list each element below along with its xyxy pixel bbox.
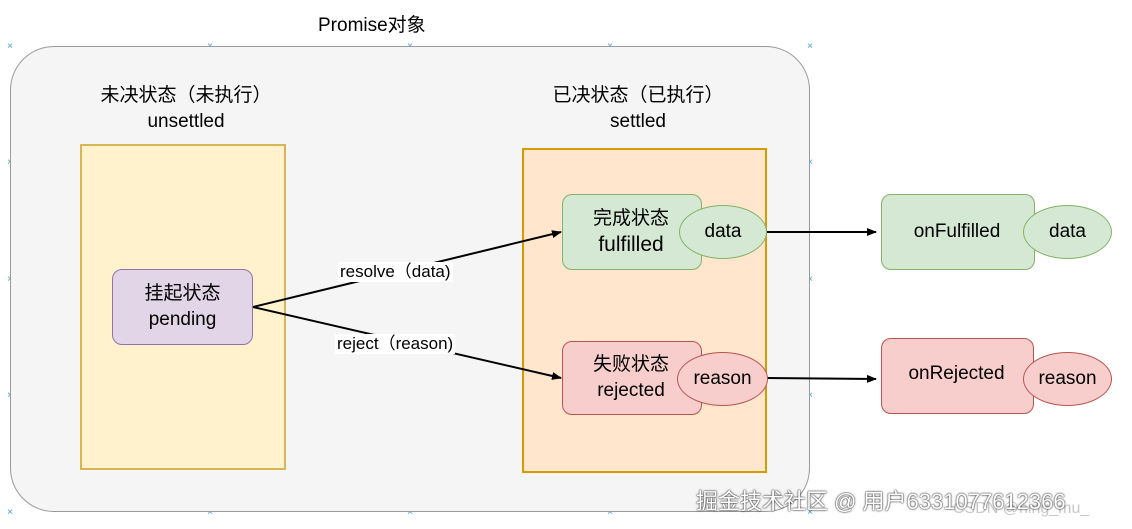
resolve-label: resolve（data) (338, 262, 453, 282)
fulfilled-data-label: data (704, 221, 742, 242)
onfulfilled-data-bubble[interactable]: data (1023, 205, 1112, 259)
onrejected-reason-bubble[interactable]: reason (1023, 352, 1112, 406)
pending-label-cn: 挂起状态 (144, 283, 221, 304)
onrejected-reason-label: reason (1038, 368, 1097, 389)
unsettled-caption: 未决状态（未执行） unsettled (66, 83, 306, 135)
onrejected-handler-box[interactable]: onRejected (881, 338, 1034, 414)
csdn-watermark: CSDN @ning_mu_ (953, 500, 1090, 517)
handle-marker: × (7, 507, 13, 518)
pending-label-en: pending (148, 309, 217, 330)
settled-label-cn: 已决状态（已执行） (552, 85, 724, 106)
onfulfilled-handler-box[interactable]: onFulfilled (881, 194, 1035, 270)
handle-marker: × (607, 507, 613, 518)
handle-marker: × (407, 507, 413, 518)
settled-label-en: settled (610, 111, 666, 132)
fulfilled-label-en: fulfilled (598, 233, 664, 256)
handle-marker: × (807, 390, 813, 401)
rejected-label-en: rejected (597, 380, 665, 401)
onrejected-label: onRejected (908, 363, 1005, 384)
handle-marker: × (807, 274, 813, 285)
unsettled-label-en: unsettled (147, 111, 225, 132)
fulfilled-state-box[interactable]: 完成状态 fulfilled (562, 194, 702, 270)
pending-state-box[interactable]: 挂起状态 pending (112, 269, 253, 345)
handle-marker: × (807, 157, 813, 168)
handle-marker: × (207, 507, 213, 518)
handle-marker: × (807, 41, 813, 52)
onfulfilled-label: onFulfilled (913, 221, 1001, 242)
rejected-to-onrejected-arrow (765, 374, 877, 383)
juejin-watermark: 掘金技术社区 @ 用户6331077612366 (696, 489, 1066, 514)
settled-caption: 已决状态（已执行） settled (518, 83, 758, 135)
rejected-reason-label: reason (693, 368, 752, 389)
fulfilled-data-bubble[interactable]: data (679, 205, 767, 259)
rejected-reason-bubble[interactable]: reason (677, 352, 768, 406)
rejected-label-cn: 失败状态 (592, 354, 669, 375)
handle-marker: × (7, 41, 13, 52)
reject-label: reject（reason) (335, 334, 456, 354)
unsettled-label-cn: 未决状态（未执行） (100, 85, 272, 106)
onfulfilled-data-label: data (1049, 221, 1086, 242)
fulfilled-label-cn: 完成状态 (592, 208, 669, 229)
handle-marker: × (807, 507, 813, 518)
diagram-title: Promise对象 (318, 15, 426, 36)
